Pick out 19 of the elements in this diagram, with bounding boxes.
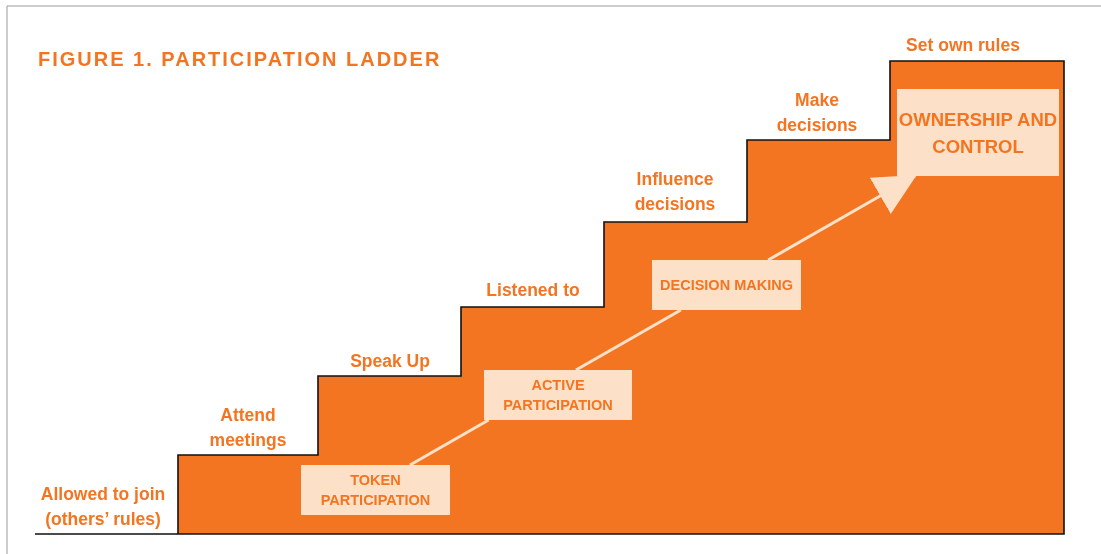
stage-label: ACTIVE PARTICIPATION bbox=[502, 376, 614, 415]
step-label: Speak Up bbox=[349, 350, 431, 373]
step-label: Make decisions bbox=[775, 89, 859, 137]
stage-box bbox=[301, 465, 450, 515]
figure-title: FIGURE 1. PARTICIPATION LADDER bbox=[38, 48, 442, 71]
step-label: Influence decisions bbox=[633, 168, 717, 216]
stage-box bbox=[897, 89, 1059, 176]
step-label: Set own rules bbox=[905, 34, 1021, 57]
step-label: Attend meetings bbox=[208, 404, 288, 452]
connector-line bbox=[575, 308, 682, 372]
stage-box bbox=[652, 260, 801, 310]
stage-box bbox=[484, 370, 632, 420]
connector-line bbox=[409, 418, 490, 467]
stage-label: TOKEN PARTICIPATION bbox=[319, 471, 432, 510]
step-label: Listened to bbox=[485, 279, 581, 302]
step-label: Allowed to join (others’ rules) bbox=[39, 483, 167, 531]
stage-label: DECISION MAKING bbox=[660, 276, 793, 295]
arrow bbox=[767, 174, 917, 262]
stage-label: OWNERSHIP AND CONTROL bbox=[897, 107, 1059, 159]
